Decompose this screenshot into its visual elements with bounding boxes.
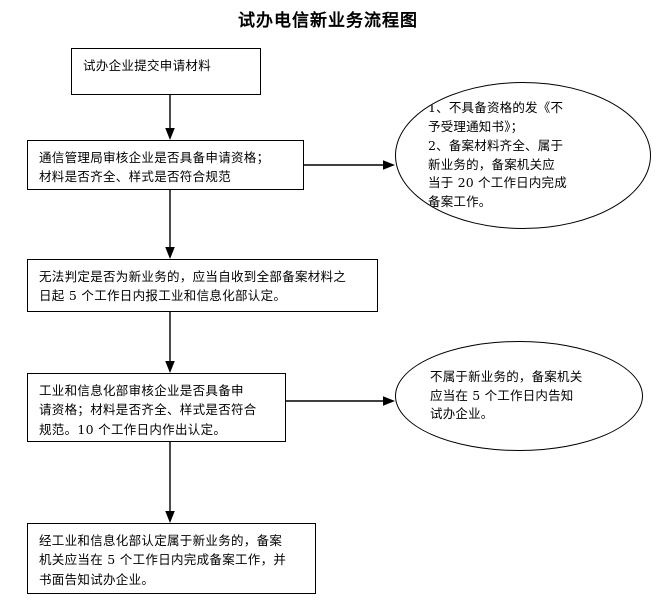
node-undetermined[interactable]: 无法判定是否为新业务的，应当自收到全部备案材料之 日起 5 个工作日内报工业和信… — [27, 259, 378, 312]
node-not-new-business[interactable]: 不属于新业务的，备案机关 应当在 5 个工作日内告知 试办企业。 — [395, 341, 643, 451]
node-miit-review[interactable]: 工业和信息化部审核企业是否具备申 请资格；材料是否齐全、样式是否符合 规范。10… — [27, 373, 286, 442]
node-apply[interactable]: 试办企业提交申请材料 — [71, 48, 261, 95]
connector-bureau-review-to-undetermined — [162, 190, 178, 260]
node-bureau-outcome[interactable]: 1、不具备资格的发《不 予受理通知书》； 2、备案材料齐全、属于 新业务的，备案… — [395, 82, 651, 229]
connector-miit-review-to-not-new-business — [286, 393, 396, 409]
page-title: 试办电信新业务流程图 — [238, 11, 418, 31]
node-bureau-outcome-label: 1、不具备资格的发《不 予受理通知书》； 2、备案材料齐全、属于 新业务的，备案… — [428, 100, 567, 209]
node-bureau-review[interactable]: 通信管理局审核企业是否具备申请资格； 材料是否齐全、样式是否符合规范 — [27, 140, 304, 190]
connector-undetermined-to-miit-review — [162, 312, 178, 374]
connector-apply-to-bureau-review — [162, 95, 178, 141]
connector-bureau-review-to-outcome — [304, 157, 396, 173]
node-not-new-business-label: 不属于新业务的，备案机关 应当在 5 个工作日内告知 试办企业。 — [430, 368, 583, 422]
connector-miit-review-to-final-record — [162, 442, 178, 524]
node-final-record[interactable]: 经工业和信息化部认定属于新业务的，备案 机关应当在 5 个工作日内完成备案工作，… — [27, 523, 316, 594]
